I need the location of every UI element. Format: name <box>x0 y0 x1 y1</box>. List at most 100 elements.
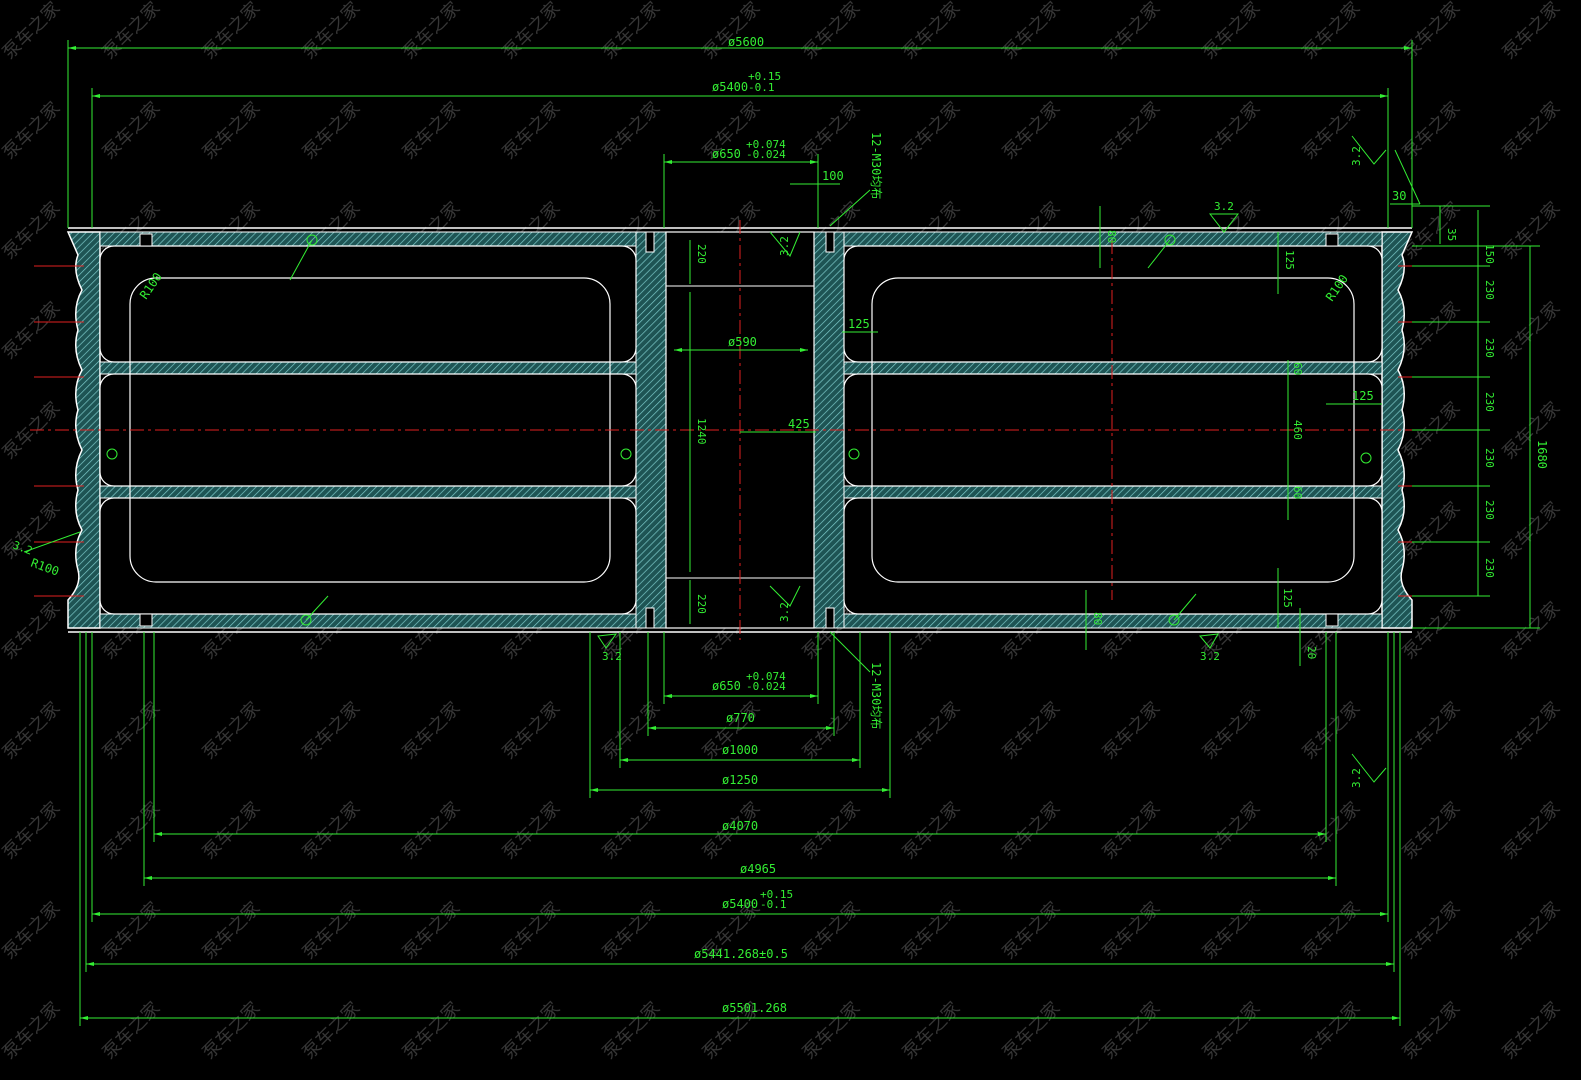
dimension-arrowhead <box>590 788 598 792</box>
watermark-text: 泵车之家 <box>1499 98 1565 164</box>
right-rim-section <box>1381 231 1414 629</box>
bolt-slot <box>1325 613 1339 627</box>
tolerance-upper: +0.074 <box>746 670 786 683</box>
watermark-text: 泵车之家 <box>299 698 365 764</box>
watermark-text: 泵车之家 <box>99 798 165 864</box>
watermark-text: 泵车之家 <box>1399 98 1465 164</box>
watermark-text: 泵车之家 <box>299 898 365 964</box>
dimension-arrowhead <box>1392 1016 1400 1020</box>
dim-220-bottom: 220 <box>695 594 708 614</box>
watermark-text: 泵车之家 <box>699 0 765 64</box>
dim-diameter-5501: ø5501.268 <box>722 1001 787 1015</box>
watermark-text: 泵车之家 <box>599 98 665 164</box>
watermark-text: 泵车之家 <box>99 698 165 764</box>
dimension-arrowhead <box>800 348 808 352</box>
dimension-arrowhead <box>810 160 818 164</box>
dim-1680: 1680 <box>1535 440 1549 469</box>
watermark-text: 泵车之家 <box>1199 698 1265 764</box>
watermark-text: 泵车之家 <box>1099 0 1165 64</box>
roughness-value: 3.2 <box>1350 768 1363 788</box>
watermark-text: 泵车之家 <box>399 98 465 164</box>
hole-note-top: 12-M30均布 <box>869 132 883 199</box>
watermark-text: 泵车之家 <box>1399 898 1465 964</box>
hole-note-bottom: 12-M30均布 <box>869 662 883 729</box>
watermark-text: 泵车之家 <box>399 698 465 764</box>
dim-1240: 1240 <box>695 418 708 445</box>
dim-diameter-590: ø590 <box>728 335 757 349</box>
watermark-text: 泵车之家 <box>799 0 865 64</box>
watermark-text: 泵车之家 <box>899 98 965 164</box>
dim-230: 230 <box>1483 500 1496 520</box>
dim-60: 60 <box>1291 486 1304 499</box>
dimension-arrowhead <box>86 962 94 966</box>
dimension-arrowhead <box>664 694 672 698</box>
watermark-text: 泵车之家 <box>1499 298 1565 364</box>
right-inner-outline <box>871 277 1355 583</box>
machining-mark-circles <box>106 234 1372 626</box>
watermark-text: 泵车之家 <box>999 898 1065 964</box>
watermark-text: 泵车之家 <box>899 698 965 764</box>
watermark-text: 泵车之家 <box>99 998 165 1064</box>
roughness-value: 3.2 <box>1214 200 1234 213</box>
roughness-value: 3.2 <box>1200 650 1220 663</box>
watermark-text: 泵车之家 <box>599 0 665 64</box>
dimension-arrows <box>68 46 1412 1020</box>
watermark-text: 泵车之家 <box>1199 0 1265 64</box>
watermark-text: 泵车之家 <box>1399 698 1465 764</box>
left-rib-2 <box>99 485 641 499</box>
bolt-slot <box>1325 233 1339 247</box>
dim-230: 230 <box>1483 392 1496 412</box>
dim-diameter-4965: ø4965 <box>740 862 776 876</box>
watermark-text: 泵车之家 <box>0 898 64 964</box>
watermark-text: 泵车之家 <box>1299 998 1365 1064</box>
watermark-text: 泵车之家 <box>0 198 64 264</box>
watermark-text: 泵车之家 <box>899 0 965 64</box>
watermark-text: 泵车之家 <box>999 98 1065 164</box>
dim-35: 35 <box>1445 228 1458 241</box>
watermark-text: 泵车之家 <box>199 0 265 64</box>
watermark-text: 泵车之家 <box>0 498 64 564</box>
dim-80: 80 <box>1091 612 1104 625</box>
watermark-text: 泵车之家 <box>1299 798 1365 864</box>
watermark-text: 泵车之家 <box>0 398 64 464</box>
watermark-text: 泵车之家 <box>299 0 365 64</box>
watermark-text: 泵车之家 <box>1099 98 1165 164</box>
dimension-arrowhead <box>620 758 628 762</box>
watermark-text: 泵车之家 <box>999 0 1065 64</box>
watermark-text: 泵车之家 <box>299 98 365 164</box>
watermark-text: 泵车之家 <box>1399 298 1465 364</box>
tolerance-upper: +0.15 <box>760 888 793 901</box>
watermark-text: 泵车之家 <box>1199 98 1265 164</box>
left-bottom-flange <box>99 613 661 629</box>
dim-230: 230 <box>1483 448 1496 468</box>
watermark-text: 泵车之家 <box>1199 898 1265 964</box>
watermark-text: 泵车之家 <box>599 898 665 964</box>
tolerance-lower: -0.024 <box>746 680 786 693</box>
watermark-text: 泵车之家 <box>1399 798 1465 864</box>
watermark-text: 泵车之家 <box>299 798 365 864</box>
watermark-text: 泵车之家 <box>1399 0 1465 64</box>
watermark-text: 泵车之家 <box>899 898 965 964</box>
dim-460: 460 <box>1291 420 1304 440</box>
roughness-value: 3.2 <box>778 236 791 256</box>
tolerance-upper: +0.15 <box>748 70 781 83</box>
watermark-text: 泵车之家 <box>599 798 665 864</box>
dimension-arrowhead <box>664 160 672 164</box>
dim-diameter-5600: ø5600 <box>728 35 764 49</box>
dim-80: 80 <box>1105 230 1118 243</box>
dim-425: 425 <box>788 417 810 431</box>
bolt-slot <box>825 607 835 629</box>
watermark-text: 泵车之家 <box>499 698 565 764</box>
watermark-text: 泵车之家 <box>999 698 1065 764</box>
left-cavity-top <box>99 245 637 363</box>
dim-125: 125 <box>1283 250 1296 270</box>
dimension-arrowhead <box>852 758 860 762</box>
watermark-text: 泵车之家 <box>1399 998 1465 1064</box>
dimension-arrowhead <box>1328 876 1336 880</box>
dimension-arrowhead <box>826 726 834 730</box>
bolt-slot <box>645 607 655 629</box>
dimension-arrowhead <box>1386 962 1394 966</box>
tolerance-upper: +0.074 <box>746 138 786 151</box>
right-cavity-bot <box>843 497 1383 615</box>
